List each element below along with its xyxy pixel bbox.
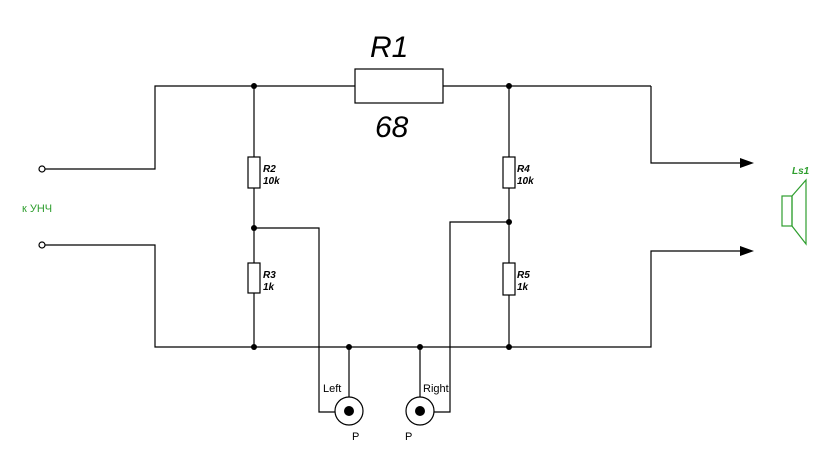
output-arrow-top-icon: [740, 158, 754, 168]
resistor-r4: R4 10k: [502, 156, 534, 189]
r3-value: 1k: [263, 282, 275, 293]
jack-left-name: Left: [323, 383, 341, 395]
jack-right-name: Right: [423, 383, 449, 395]
junction-dots: [251, 83, 512, 350]
resistor-r1: R1 68: [354, 31, 444, 144]
resistor-r3: R3 1k: [247, 262, 276, 294]
output-arrows: [740, 158, 754, 256]
bottom-rail: [45, 244, 740, 348]
input-terminal-bottom: [38, 241, 46, 249]
jack-left-ref: P: [352, 431, 359, 443]
jack-left: Left P: [323, 347, 364, 443]
resistor-r5: R5 1k: [502, 262, 530, 296]
input-terminal-top: [38, 165, 46, 173]
input-terminals: к УНЧ: [22, 165, 52, 249]
right-divider: R4 10k R5 1k: [433, 86, 534, 413]
output-arrow-bottom-icon: [740, 246, 754, 256]
r4-ref: R4: [517, 164, 530, 175]
r4-value: 10k: [517, 176, 534, 187]
r2-value: 10k: [263, 176, 280, 187]
r5-ref: R5: [517, 270, 530, 281]
r3-ref: R3: [263, 270, 276, 281]
jack-right-ref: P: [405, 431, 412, 443]
speaker-ref: Ls1: [792, 166, 810, 177]
speaker-icon: Ls1: [781, 166, 810, 246]
left-divider: R2 10k R3 1k: [247, 86, 336, 413]
r2-ref: R2: [263, 164, 276, 175]
jack-right: Right P: [405, 347, 449, 443]
input-label: к УНЧ: [22, 203, 52, 215]
resistor-r2: R2 10k: [247, 156, 280, 189]
r1-ref: R1: [370, 31, 408, 64]
r5-value: 1k: [517, 282, 529, 293]
r1-value: 68: [375, 111, 409, 144]
